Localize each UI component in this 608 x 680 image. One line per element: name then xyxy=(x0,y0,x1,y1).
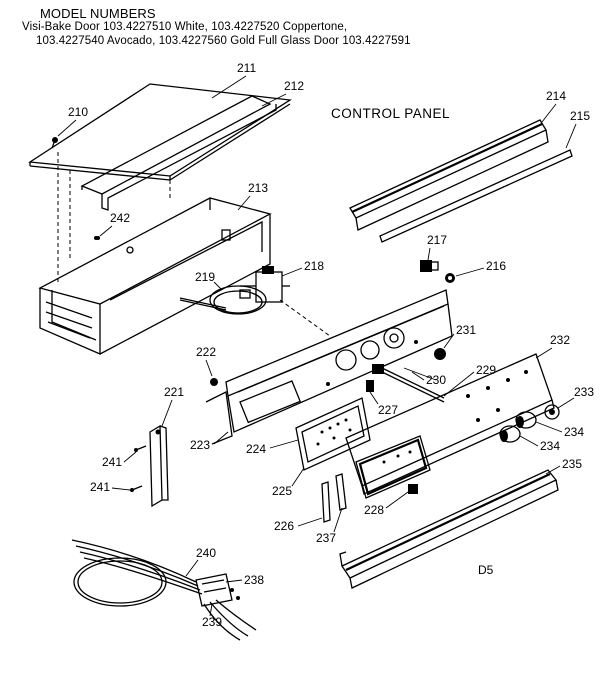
callout-241a: 241 xyxy=(102,455,122,469)
part-238-terminal-block xyxy=(195,573,240,607)
callout-225: 225 xyxy=(272,484,292,498)
callout-210: 210 xyxy=(68,105,88,119)
diagram-title: CONTROL PANEL xyxy=(331,106,450,121)
callout-228: 228 xyxy=(364,503,384,517)
callout-217: 217 xyxy=(427,233,447,247)
callout-234a: 234 xyxy=(564,425,584,439)
callout-239: 239 xyxy=(202,615,222,629)
callout-233: 233 xyxy=(574,385,594,399)
part-230-spring xyxy=(403,367,437,381)
callout-222: 222 xyxy=(196,345,216,359)
callout-231: 231 xyxy=(456,323,476,337)
header-model-numbers: MODEL NUMBERS xyxy=(40,6,156,21)
part-234-knob-b xyxy=(499,425,521,443)
callout-229: 229 xyxy=(476,363,496,377)
part-212-channel xyxy=(80,95,277,211)
part-215-trim-strip xyxy=(379,149,573,243)
part-218-thermostat xyxy=(239,266,290,303)
part-214-top-trim xyxy=(349,119,549,231)
callout-223: 223 xyxy=(190,438,210,452)
callout-242: 242 xyxy=(110,211,130,225)
part-217-switch xyxy=(420,260,439,272)
diagram-code: D5 xyxy=(478,563,494,577)
part-223-control-panel xyxy=(205,289,453,445)
callout-218: 218 xyxy=(304,259,324,273)
part-229-shaft xyxy=(372,364,445,403)
callout-221: 221 xyxy=(164,385,184,399)
part-213-back-housing xyxy=(38,197,272,355)
callout-215: 215 xyxy=(570,109,590,123)
callout-232: 232 xyxy=(550,333,570,347)
callout-219: 219 xyxy=(195,270,215,284)
part-241-screw-b xyxy=(130,485,143,492)
callouts: 211 212 210 214 215 213 242 217 216 219 … xyxy=(57,61,594,629)
part-219-capillary-tube xyxy=(179,285,267,315)
part-233-knob xyxy=(544,404,560,420)
callout-241b: 241 xyxy=(90,480,110,494)
part-231-nut xyxy=(434,348,446,360)
part-216-nut xyxy=(445,273,455,283)
part-232-panel-face xyxy=(345,353,555,495)
header-other-models: 103.4227540 Avocado, 103.4227560 Gold Fu… xyxy=(36,35,411,47)
callout-234b: 234 xyxy=(540,439,560,453)
callout-224: 224 xyxy=(246,442,266,456)
part-228-window xyxy=(355,435,431,499)
callout-238: 238 xyxy=(244,573,264,587)
callout-237: 237 xyxy=(316,531,336,545)
part-221-side-bracket xyxy=(149,424,169,508)
part-226-spacer xyxy=(321,481,331,523)
part-210-screw xyxy=(51,137,58,149)
part-241-screw-a xyxy=(134,445,147,452)
part-239-wire-leads xyxy=(203,599,257,641)
callout-212: 212 xyxy=(284,79,304,93)
header-visi-bake-models: Visi-Bake Door 103.4227510 White, 103.42… xyxy=(22,21,348,33)
part-222-screw xyxy=(210,378,218,386)
part-235-bottom-trim xyxy=(339,469,559,589)
part-242-screw xyxy=(96,236,100,240)
callout-227: 227 xyxy=(378,403,398,417)
callout-226: 226 xyxy=(274,519,294,533)
part-227-bracket xyxy=(366,380,374,392)
part-225-dial-plate xyxy=(295,397,371,471)
callout-213: 213 xyxy=(248,181,268,195)
callout-240: 240 xyxy=(196,546,216,560)
callout-214: 214 xyxy=(546,89,566,103)
callout-211: 211 xyxy=(237,61,256,75)
callout-235: 235 xyxy=(562,457,582,471)
part-240-wire-harness xyxy=(71,539,203,607)
part-211-top-cover xyxy=(28,83,292,181)
part-237-spacer xyxy=(335,473,347,511)
part-234-knob-a xyxy=(515,411,537,429)
callout-230: 230 xyxy=(426,373,446,387)
callout-216: 216 xyxy=(486,259,506,273)
